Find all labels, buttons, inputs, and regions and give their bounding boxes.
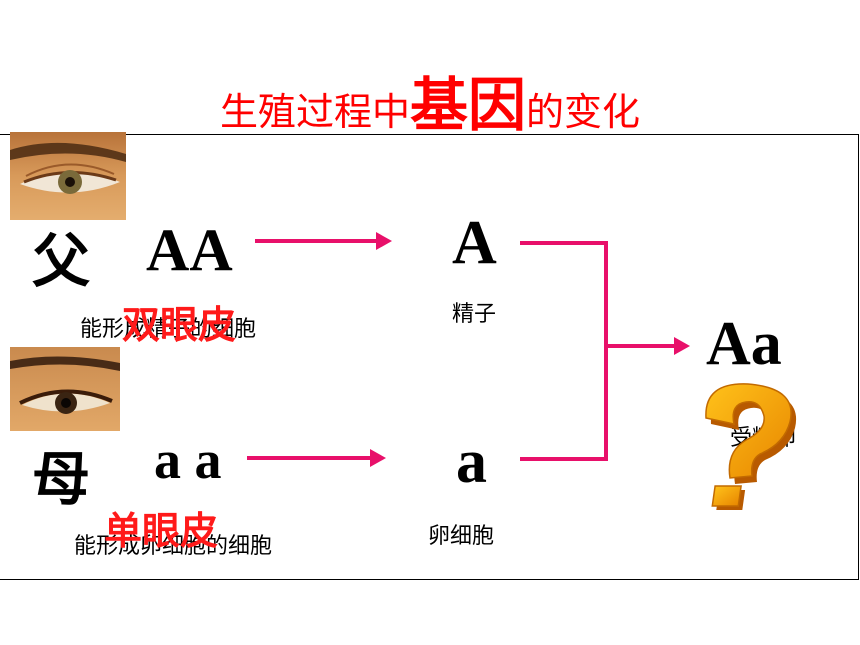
sperm-genotype: A: [452, 209, 497, 277]
offspring-caption: 受精卵: [730, 426, 797, 451]
page-title: 生殖过程中基因的变化: [0, 58, 860, 139]
sperm-caption: 精子: [452, 302, 497, 327]
eye-double-eyelid-photo: [10, 132, 126, 220]
mother-cell-caption: 能形成卵细胞的细胞: [74, 534, 273, 559]
father-label: 父: [32, 227, 91, 295]
title-part3: 的变化: [526, 90, 641, 134]
father-genotype: AA: [146, 217, 233, 283]
diagram-frame: [0, 134, 859, 580]
eye-single-eyelid-photo: [10, 347, 120, 431]
offspring-genotype: Aa: [706, 310, 782, 378]
title-part2: 基因: [409, 71, 526, 139]
father-cell-caption: 能形成精子的细胞: [80, 317, 257, 342]
mother-label: 母: [32, 445, 91, 513]
mother-genotype: a a: [154, 430, 222, 490]
egg-genotype: a: [456, 428, 487, 496]
mother-trait-label: 单眼皮: [104, 509, 219, 553]
egg-caption: 卵细胞: [428, 524, 495, 549]
father-trait-label: 双眼皮: [122, 303, 237, 347]
title-part1: 生殖过程中: [219, 90, 410, 134]
